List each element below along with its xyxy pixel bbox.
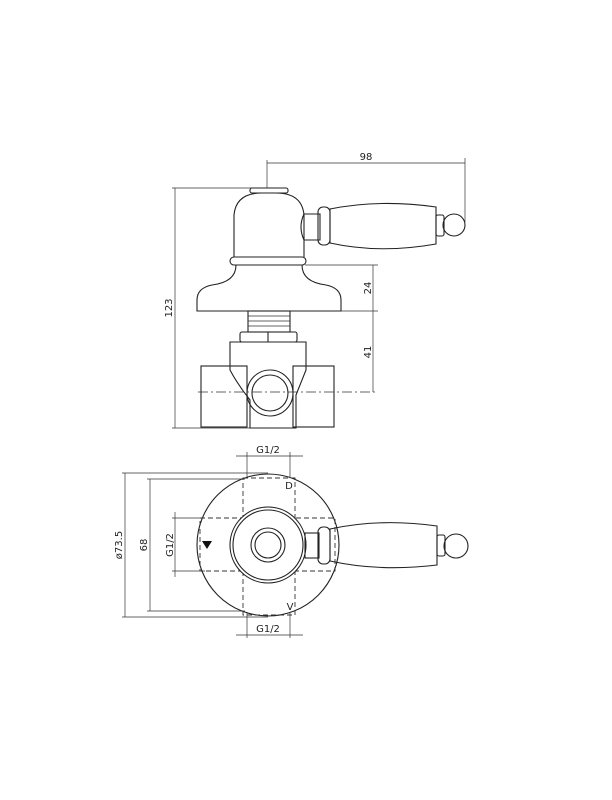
side-view: 98 123 24 41: [164, 152, 466, 429]
lever-handle: [300, 202, 466, 250]
label-d: D: [285, 481, 293, 492]
dimension-diameter: ø73.5: [114, 472, 268, 618]
front-view: ø73.5 68 G1/2 G1/2 G1/2: [114, 445, 469, 638]
bottom-port-label: G1/2: [256, 624, 280, 635]
dim-diameter-label: ø73.5: [114, 531, 125, 559]
left-port-label: G1/2: [165, 533, 176, 557]
lever-handle-front: [304, 522, 469, 569]
dimension-top-port: G1/2: [236, 445, 303, 478]
escutcheon-outline: [196, 473, 340, 617]
dome-body: [233, 192, 305, 257]
dimension-68: 68: [139, 478, 245, 612]
dimension-98: 98: [266, 152, 466, 222]
top-port-label: G1/2: [256, 445, 280, 456]
dimension-24-41: 24 41: [305, 264, 378, 392]
dim-41-label: 41: [363, 346, 374, 359]
dim-24-label: 24: [363, 282, 374, 295]
dim-68-label: 68: [139, 539, 150, 552]
threaded-stem: [247, 310, 291, 333]
collar: [229, 256, 307, 266]
label-v: V: [287, 602, 294, 613]
flow-arrow-icon: [202, 541, 212, 549]
dimension-bottom-port: G1/2: [236, 612, 303, 638]
valve-body: [198, 341, 376, 429]
escutcheon: [196, 264, 342, 312]
cap: [249, 187, 289, 194]
dim-123-label: 123: [164, 298, 175, 317]
dim-98-label: 98: [360, 152, 373, 163]
dimension-left-port: G1/2: [165, 512, 205, 577]
